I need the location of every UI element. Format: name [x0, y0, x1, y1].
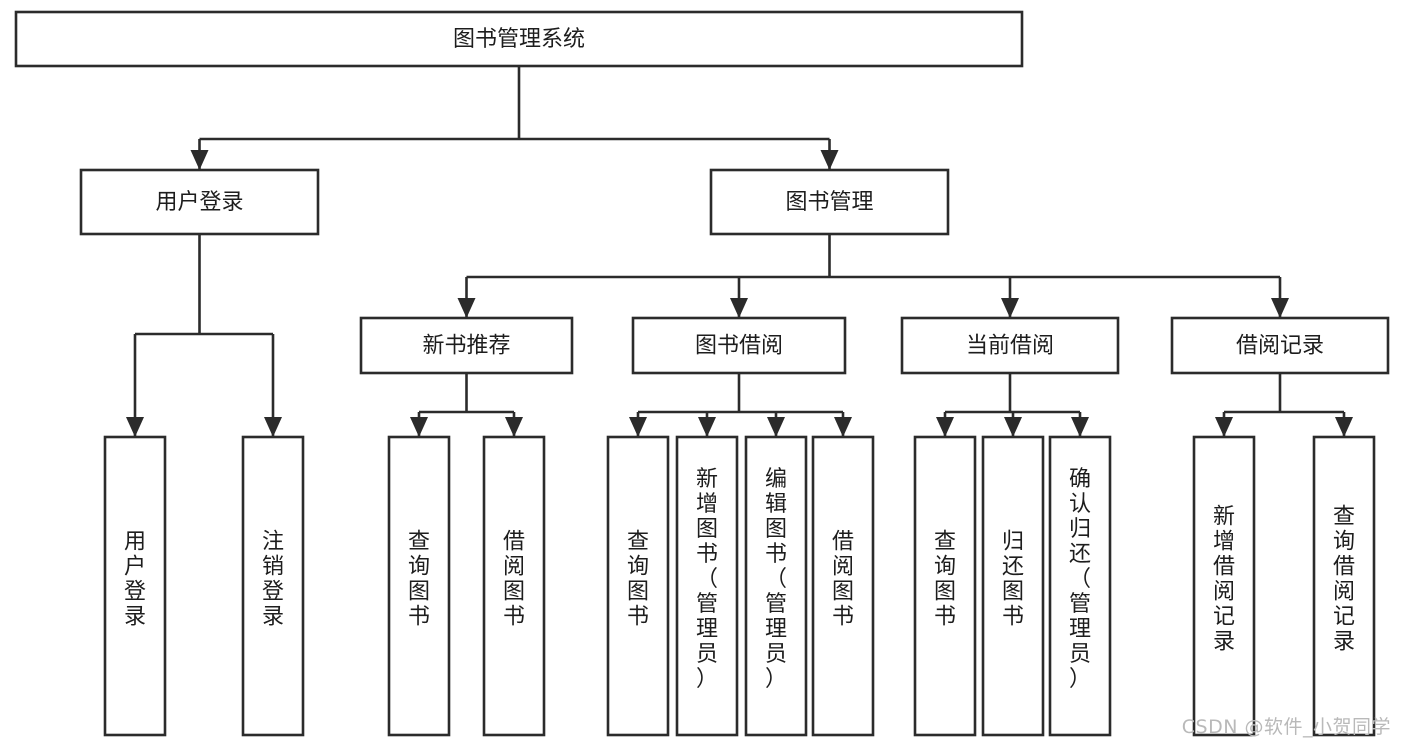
node-leaf-add-book[interactable]: 新增图书（管理员）: [675, 435, 739, 737]
node-leaf-confirm-return[interactable]: 确认归还（管理员）: [1048, 435, 1112, 737]
arrow-head-leaf-borrow-book: [834, 417, 852, 437]
arrow-head-leaf-query-book-current: [936, 417, 954, 437]
arrow-head-leaf-confirm-return: [1071, 417, 1089, 437]
arrow-head-book-manage: [820, 150, 839, 170]
node-label-leaf-return-book: 归还图书: [1002, 530, 1024, 630]
node-label-leaf-user-logout: 注销登录: [262, 530, 284, 630]
node-root[interactable]: 图书管理系统: [14, 10, 1024, 68]
arrow-head-borrow-record: [1271, 298, 1289, 318]
node-label-leaf-query-book-recommend: 查询图书: [408, 530, 430, 630]
node-leaf-user-login[interactable]: 用户登录: [103, 435, 167, 737]
node-box-leaf-add-book: [675, 435, 739, 737]
node-leaf-edit-book[interactable]: 编辑图书（管理员）: [744, 435, 808, 737]
node-leaf-borrow-book[interactable]: 借阅图书: [811, 435, 875, 737]
node-label-leaf-query-book-borrow: 查询图书: [627, 530, 649, 630]
node-label-leaf-borrow-book-recommend: 借阅图书: [503, 530, 525, 630]
node-label-book-manage: 图书管理: [785, 190, 873, 215]
node-label-leaf-query-borrow-record: 查询借阅记录: [1333, 505, 1355, 655]
arrow-head-leaf-add-book: [698, 417, 716, 437]
node-box-leaf-borrow-book: [811, 435, 875, 737]
node-new-book-recommend[interactable]: 新书推荐: [359, 316, 574, 375]
arrow-head-leaf-user-login: [126, 417, 144, 437]
node-label-new-book-recommend: 新书推荐: [422, 334, 510, 359]
node-label-leaf-add-borrow-record: 新增借阅记录: [1213, 505, 1235, 655]
arrow-head-leaf-user-logout: [264, 417, 282, 437]
node-label-user-login: 用户登录: [155, 190, 243, 215]
arrow-head-leaf-query-borrow-record: [1335, 417, 1353, 437]
arrow-head-leaf-add-borrow-record: [1215, 417, 1233, 437]
arrow-head-current-borrow: [1001, 298, 1019, 318]
node-borrow-record[interactable]: 借阅记录: [1170, 316, 1390, 375]
node-layer: 图书管理系统用户登录图书管理新书推荐图书借阅当前借阅借阅记录用户登录注销登录查询…: [14, 10, 1390, 737]
arrow-head-leaf-edit-book: [767, 417, 785, 437]
node-box-new-book-recommend: [359, 316, 574, 375]
node-leaf-add-borrow-record[interactable]: 新增借阅记录: [1192, 435, 1256, 737]
node-leaf-user-logout[interactable]: 注销登录: [241, 435, 305, 737]
node-box-leaf-query-borrow-record: [1312, 435, 1376, 737]
node-current-borrow[interactable]: 当前借阅: [900, 316, 1120, 375]
node-label-leaf-query-book-current: 查询图书: [934, 530, 956, 630]
node-box-user-login: [79, 168, 320, 236]
node-box-leaf-query-book-current: [913, 435, 977, 737]
node-label-book-borrow: 图书借阅: [695, 334, 783, 359]
node-leaf-query-borrow-record[interactable]: 查询借阅记录: [1312, 435, 1376, 737]
node-user-login[interactable]: 用户登录: [79, 168, 320, 236]
node-leaf-query-book-borrow[interactable]: 查询图书: [606, 435, 670, 737]
node-label-leaf-add-book: 新增图书（管理员）: [696, 467, 718, 692]
node-leaf-borrow-book-recommend[interactable]: 借阅图书: [482, 435, 546, 737]
node-label-current-borrow: 当前借阅: [966, 334, 1054, 359]
node-box-leaf-confirm-return: [1048, 435, 1112, 737]
node-label-leaf-edit-book: 编辑图书（管理员）: [765, 467, 787, 692]
connector-layer: [126, 66, 1353, 437]
node-box-leaf-query-book-recommend: [387, 435, 451, 737]
arrow-head-leaf-borrow-book-recommend: [505, 417, 523, 437]
node-leaf-query-book-recommend[interactable]: 查询图书: [387, 435, 451, 737]
node-book-borrow[interactable]: 图书借阅: [631, 316, 847, 375]
node-leaf-return-book[interactable]: 归还图书: [981, 435, 1045, 737]
node-leaf-query-book-current[interactable]: 查询图书: [913, 435, 977, 737]
node-book-manage[interactable]: 图书管理: [709, 168, 950, 236]
node-label-root: 图书管理系统: [453, 27, 585, 52]
node-box-leaf-borrow-book-recommend: [482, 435, 546, 737]
node-label-leaf-user-login: 用户登录: [124, 530, 146, 630]
arrow-head-user-login: [190, 150, 209, 170]
node-box-leaf-user-logout: [241, 435, 305, 737]
node-box-borrow-record: [1170, 316, 1390, 375]
arrow-head-leaf-return-book: [1004, 417, 1022, 437]
node-label-borrow-record: 借阅记录: [1236, 334, 1324, 359]
node-box-current-borrow: [900, 316, 1120, 375]
node-box-leaf-add-borrow-record: [1192, 435, 1256, 737]
arrow-head-book-borrow: [730, 298, 748, 318]
node-box-leaf-edit-book: [744, 435, 808, 737]
node-label-leaf-borrow-book: 借阅图书: [832, 530, 854, 630]
arrow-head-leaf-query-book-recommend: [410, 417, 428, 437]
node-box-book-manage: [709, 168, 950, 236]
node-box-leaf-return-book: [981, 435, 1045, 737]
node-box-leaf-user-login: [103, 435, 167, 737]
arrow-head-new-book-recommend: [457, 298, 476, 318]
node-label-leaf-confirm-return: 确认归还（管理员）: [1069, 467, 1091, 692]
node-box-root: [14, 10, 1024, 68]
node-box-leaf-query-book-borrow: [606, 435, 670, 737]
node-box-book-borrow: [631, 316, 847, 375]
arrow-head-leaf-query-book-borrow: [629, 417, 647, 437]
